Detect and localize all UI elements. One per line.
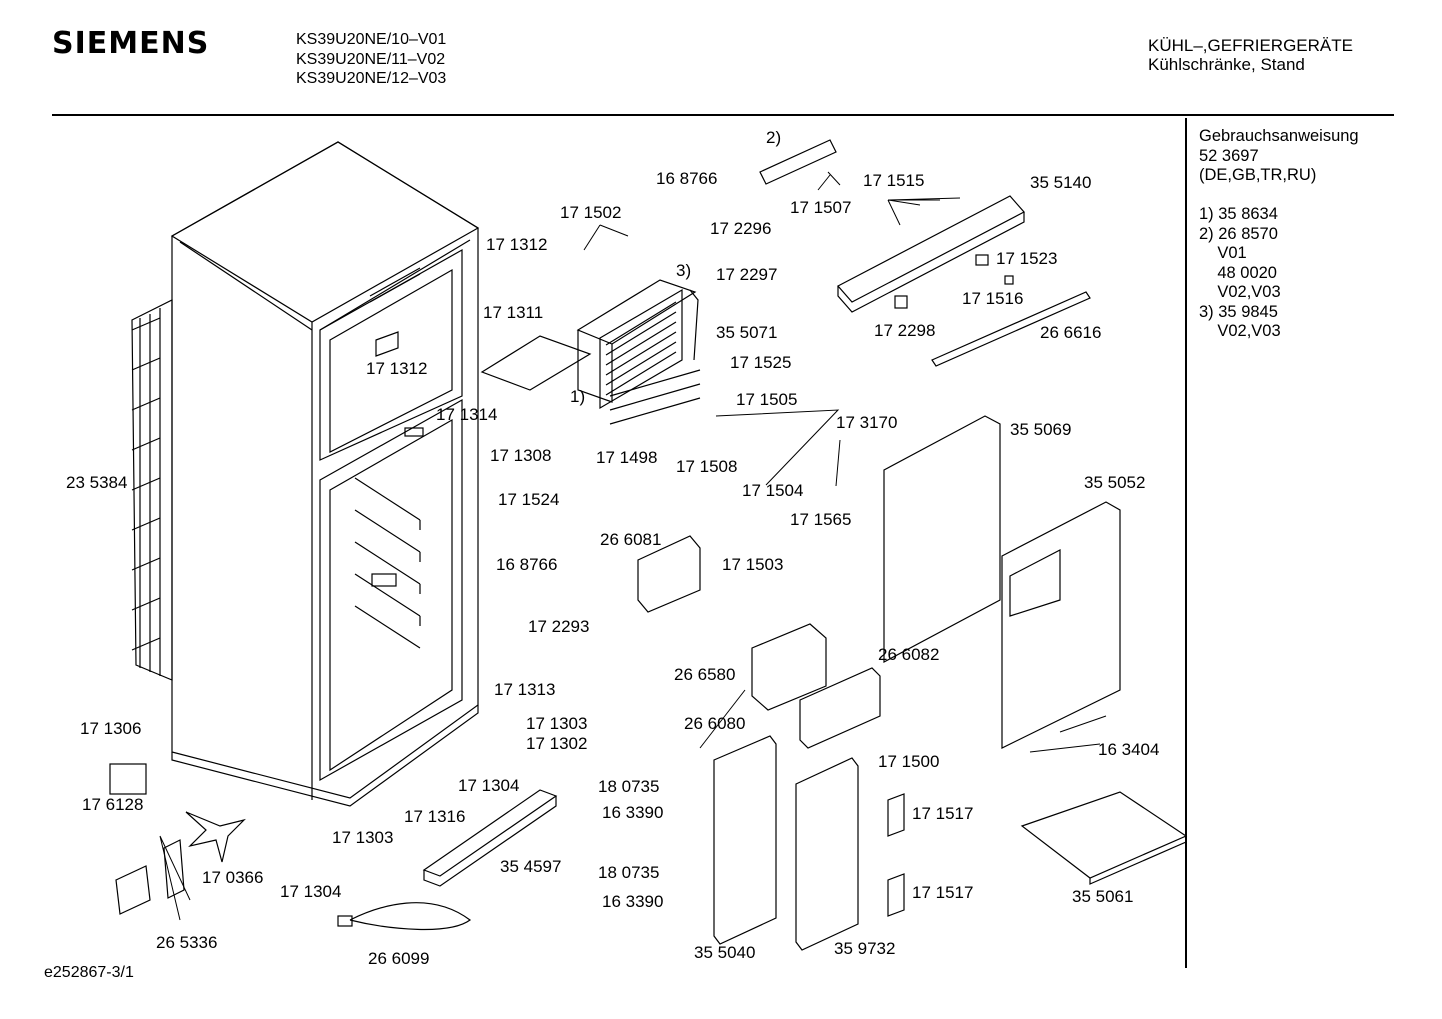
evaporator-drawing: [480, 279, 701, 425]
part-label: 17 1312: [366, 359, 428, 378]
part-label: 17 1313: [494, 680, 556, 699]
part-label: 2): [766, 128, 782, 147]
part-label: 26 6580: [674, 665, 736, 684]
fan-motor-drawing: [109, 763, 246, 915]
part-label: 35 5040: [694, 943, 756, 962]
part-label: 35 4597: [500, 857, 562, 876]
part-label: 17 1308: [490, 446, 552, 465]
part-label: 17 1565: [790, 510, 852, 529]
part-label: 16 3404: [1098, 740, 1160, 759]
part-label: 17 1311: [483, 303, 544, 322]
note-line: 52 3697: [1199, 146, 1259, 165]
part-label: 17 1304: [280, 882, 342, 901]
model-number: KS39U20NE/11–V02: [296, 50, 446, 68]
cover-panels-drawing: [883, 415, 1188, 885]
note-line: V01: [1199, 244, 1247, 262]
part-label: 26 6081: [600, 530, 662, 549]
part-label: 35 9732: [834, 939, 896, 958]
part-label: 35 5061: [1072, 887, 1134, 906]
part-label: 17 6128: [82, 795, 144, 814]
document-id: e252867-3/1: [44, 964, 134, 981]
part-label: 17 1316: [404, 807, 466, 826]
note-line: 2) 26 8570: [1199, 224, 1278, 243]
part-label: 17 1507: [790, 198, 852, 217]
notes-panel: Gebrauchsanweisung 52 3697 (DE,GB,TR,RU)…: [1199, 127, 1359, 342]
part-label: 17 2296: [710, 219, 772, 238]
part-label: 17 3170: [836, 413, 898, 432]
part-label: 17 1523: [996, 249, 1058, 268]
part-label: 16 3390: [602, 803, 664, 822]
cabinet-drawing: [170, 141, 480, 807]
note-line: Gebrauchsanweisung: [1199, 127, 1359, 145]
note-line: (DE,GB,TR,RU): [1199, 166, 1317, 184]
control-panel-drawing: [759, 139, 1091, 367]
part-label: 17 1516: [962, 289, 1024, 308]
part-label: 17 1303: [526, 714, 588, 733]
part-label: 17 1500: [878, 752, 940, 771]
part-label: 35 5071: [716, 323, 778, 342]
part-label: 17 1312: [486, 235, 548, 254]
part-label: 17 1302: [526, 734, 588, 753]
part-label: 17 1517: [912, 804, 974, 823]
part-label: 17 1508: [676, 457, 738, 476]
part-label: 17 1505: [736, 390, 798, 409]
part-label: 26 5336: [156, 933, 218, 952]
part-label: 17 1304: [458, 776, 520, 795]
note-line: 1) 35 8634: [1199, 205, 1278, 223]
notes-divider: [1185, 118, 1187, 968]
model-list: KS39U20NE/10–V01 KS39U20NE/11–V02 KS39U2…: [296, 30, 446, 89]
part-label: 17 0366: [202, 868, 264, 887]
part-label: 3): [676, 261, 692, 280]
appliance-category: KÜHL–,GEFRIERGERÄTE Kühlschränke, Stand: [1148, 36, 1353, 74]
part-label: 26 6099: [368, 949, 430, 968]
leader-lines: [159, 171, 1107, 921]
part-label: 17 1306: [80, 719, 142, 738]
part-label: 26 6082: [878, 645, 940, 664]
part-label: 26 6080: [684, 714, 746, 733]
part-label: 18 0735: [598, 777, 660, 796]
part-label: 17 1524: [498, 490, 560, 509]
part-label: 16 3390: [602, 892, 664, 911]
part-label: 35 5069: [1010, 420, 1072, 439]
note-line: V02,V03: [1199, 322, 1281, 340]
part-label: 17 1504: [742, 481, 804, 500]
part-label: 17 1303: [332, 828, 394, 847]
part-label: 17 1503: [722, 555, 784, 574]
part-label: 17 1314: [436, 405, 498, 424]
note-line: 3) 35 9845: [1199, 302, 1278, 321]
note-line: 48 0020: [1199, 263, 1277, 282]
part-label: 17 2297: [716, 265, 778, 284]
category-subtitle: Kühlschränke, Stand: [1148, 55, 1305, 74]
header-divider: [52, 114, 1394, 116]
model-number: KS39U20NE/12–V03: [296, 70, 447, 87]
part-label: 17 2293: [528, 617, 590, 636]
part-label: 26 6616: [1040, 323, 1102, 342]
part-label: 35 5140: [1030, 173, 1092, 192]
condenser-drawing: [131, 299, 173, 681]
part-label: 17 1502: [560, 203, 622, 222]
part-label: 17 1517: [912, 883, 974, 902]
part-label: 17 2298: [874, 321, 936, 340]
category-title: KÜHL–,GEFRIERGERÄTE: [1148, 36, 1353, 55]
part-label: 16 8766: [496, 555, 558, 574]
part-label: 35 5052: [1084, 473, 1146, 492]
power-cord-drawing: [337, 902, 472, 931]
part-label: 17 1515: [863, 171, 925, 190]
part-label: 16 8766: [656, 169, 718, 188]
model-number: KS39U20NE/10–V01: [296, 31, 447, 48]
part-label: 1): [570, 387, 586, 406]
part-label: 17 1525: [730, 353, 792, 372]
brand-logo: SIEMENS: [52, 26, 210, 61]
fan-housing-drawing: [422, 535, 905, 951]
note-line: V02,V03: [1199, 283, 1281, 301]
part-label: 17 1498: [596, 448, 658, 467]
part-label: 23 5384: [66, 473, 128, 492]
part-label: 18 0735: [598, 863, 660, 882]
